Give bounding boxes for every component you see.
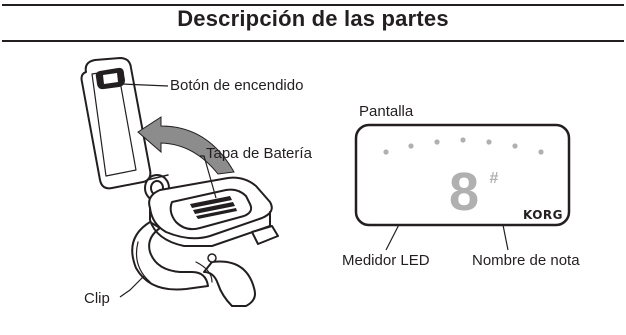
- led-dot: [538, 149, 544, 155]
- page-title: Descripción de las partes: [177, 6, 449, 31]
- label-note-name: Nombre de nota: [472, 252, 580, 269]
- led-dot: [460, 137, 466, 143]
- clip-jaw: [131, 221, 256, 307]
- battery-cover: [169, 188, 253, 231]
- korg-logo: KORG: [523, 208, 563, 222]
- tuner-illustration: [80, 57, 279, 307]
- battery-cover-grip-icon: [190, 196, 237, 219]
- leader-power-button: [121, 83, 169, 87]
- title-rule-top: [2, 4, 624, 6]
- led-dot: [408, 143, 414, 149]
- label-led-meter: Medidor LED: [342, 252, 430, 269]
- title-rule-bottom: [2, 40, 624, 42]
- led-dot: [512, 143, 518, 149]
- note-digit: 8: [449, 162, 479, 222]
- led-meter: [383, 137, 544, 155]
- rotate-arrow-icon: [137, 116, 235, 175]
- led-dot: [383, 149, 389, 155]
- led-dot: [486, 139, 492, 145]
- display-panel: 8 # KORG: [354, 123, 571, 227]
- power-button-icon: [95, 67, 125, 90]
- label-power-button: Botón de encendido: [170, 77, 304, 94]
- leader-battery-cover: [200, 155, 217, 199]
- led-dot: [434, 139, 440, 145]
- label-battery-cover: Tapa de Batería: [206, 145, 312, 162]
- label-clip: Clip: [84, 290, 110, 307]
- leader-clip: [119, 275, 145, 298]
- label-display: Pantalla: [359, 103, 414, 120]
- sharp-sign: #: [490, 170, 499, 187]
